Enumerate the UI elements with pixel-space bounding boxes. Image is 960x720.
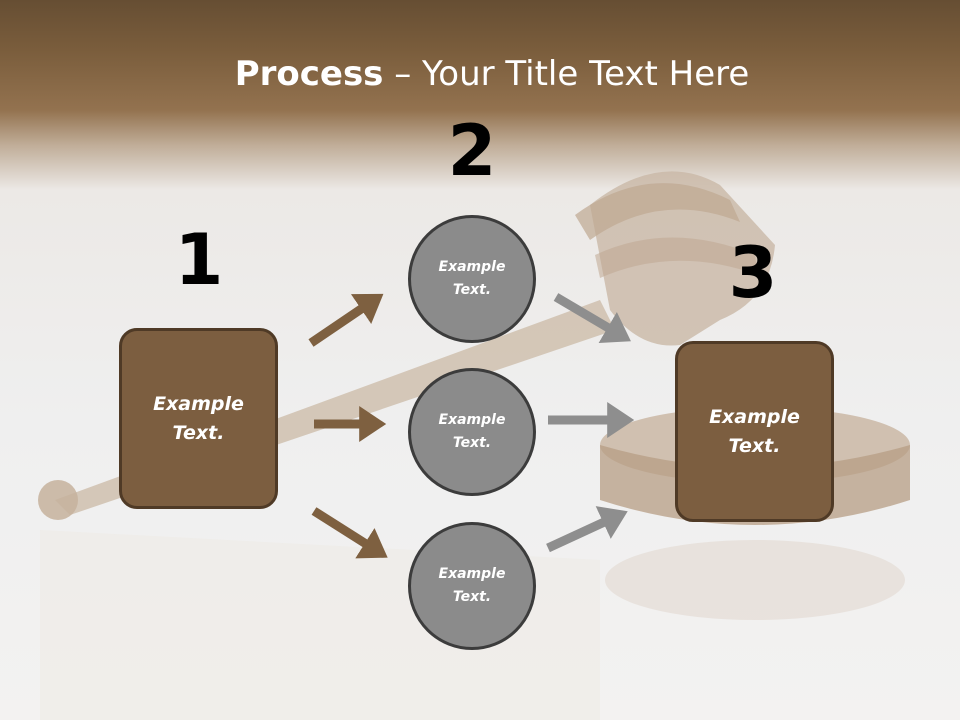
title-bold: Process bbox=[234, 54, 384, 94]
arrow-1-to-bottom bbox=[311, 507, 388, 559]
arrow-1-to-top bbox=[308, 293, 384, 347]
step-1-text-line1: Example bbox=[153, 392, 244, 415]
circle-middle-line2: Text. bbox=[452, 435, 492, 451]
circle-top-line1: Example bbox=[438, 259, 506, 275]
slide-title: Process – Your Title Text Here bbox=[0, 54, 960, 94]
step-1-text-line2: Text. bbox=[172, 421, 225, 444]
step-number-3: 3 bbox=[728, 232, 778, 314]
circle-bottom-line1: Example bbox=[438, 566, 506, 582]
step-3-text-line1: Example bbox=[709, 405, 800, 428]
title-rest: – Your Title Text Here bbox=[383, 54, 750, 94]
circle-bottom-line2: Text. bbox=[452, 589, 492, 605]
arrow-bottom-to-3 bbox=[546, 506, 628, 553]
circle-middle-line1: Example bbox=[438, 412, 506, 428]
arrow-top-to-3 bbox=[553, 293, 631, 344]
step-number-1: 1 bbox=[174, 219, 224, 301]
circle-top-line2: Text. bbox=[452, 282, 492, 298]
step-number-2: 2 bbox=[447, 110, 497, 192]
step-3-text-line2: Text. bbox=[728, 434, 781, 457]
